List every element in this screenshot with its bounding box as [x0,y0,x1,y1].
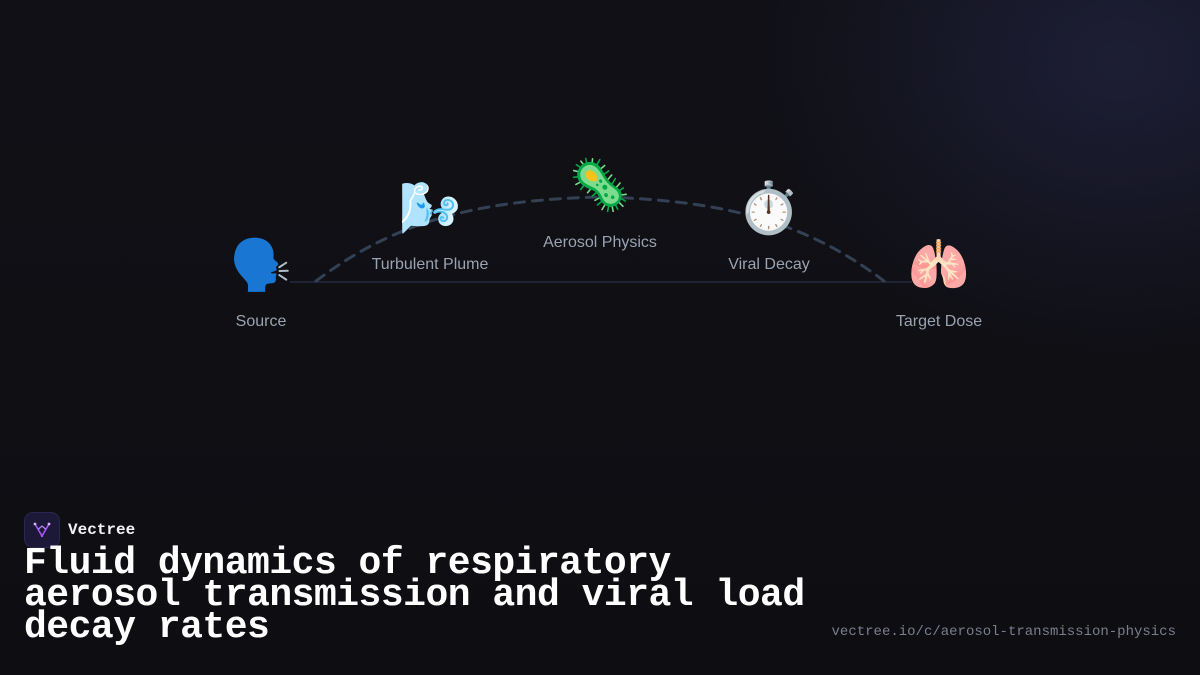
microbe-icon: 🦠 [568,156,632,214]
page-url[interactable]: vectree.io/c/aerosol-transmission-physic… [831,624,1176,640]
node-source: 🗣️ Source [171,235,351,331]
node-label: Target Dose [895,313,983,330]
vectree-logo-icon [24,512,60,548]
node-label: Viral Decay [728,256,810,273]
node-viral-decay: ⏱️ Viral Decay [679,178,859,274]
node-label: Turbulent Plume [371,256,489,273]
brand-name: Vectree [68,521,136,539]
wind-face-icon: 🌬️ [398,179,462,237]
node-aerosol-physics: 🦠 Aerosol Physics [510,155,690,252]
lungs-icon: 🫁 [907,236,971,294]
speaking-head-icon: 🗣️ [229,236,293,294]
node-label: Aerosol Physics [543,234,657,251]
stopwatch-icon: ⏱️ [737,179,801,237]
node-turbulent-plume: 🌬️ Turbulent Plume [340,178,520,274]
node-label: Source [235,313,287,330]
page-title: Fluid dynamics of respiratory aerosol tr… [24,542,805,649]
brand[interactable]: Vectree [24,512,135,548]
node-target-dose: 🫁 Target Dose [849,235,1029,331]
